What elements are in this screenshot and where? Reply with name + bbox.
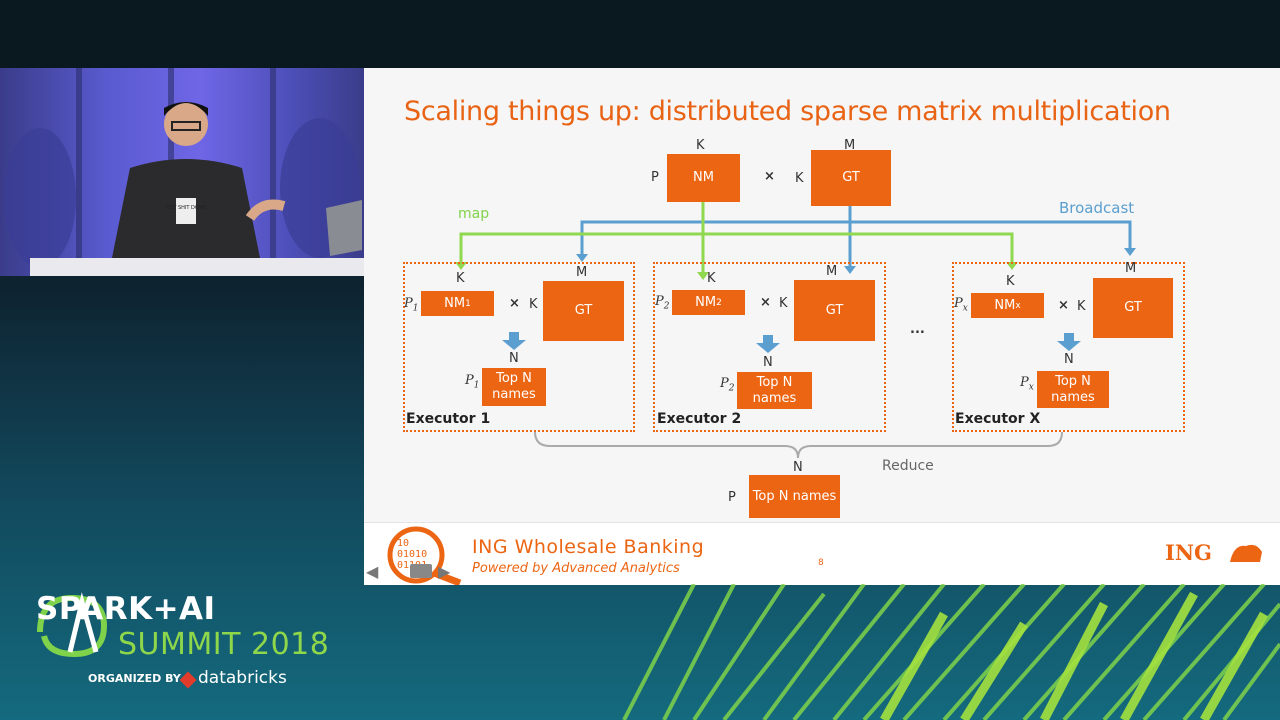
broadcast-label: Broadcast bbox=[1059, 199, 1135, 217]
footer-brand-line1: ING Wholesale Banking bbox=[472, 536, 705, 558]
organized-by-label: ORGANIZED BY bbox=[88, 672, 181, 685]
executor-x-k-label: K bbox=[1006, 274, 1015, 289]
executor-x-gt-box: GT bbox=[1093, 278, 1173, 338]
event-name-line1: SPARK+AI bbox=[36, 591, 216, 627]
nm-matrix-box: NM bbox=[667, 154, 740, 202]
executor-2-p2-label: P2 bbox=[720, 376, 735, 394]
executor-x-n-label: N bbox=[1064, 352, 1074, 367]
top-m-label: M bbox=[844, 138, 856, 153]
next-slide-icon[interactable]: ▶ bbox=[438, 562, 451, 581]
executor-x-p-label: Px bbox=[954, 296, 968, 314]
top-letterbox bbox=[0, 0, 1280, 68]
executor-2-gt-box: GT bbox=[794, 280, 875, 341]
top-k-label: K bbox=[696, 138, 705, 153]
ing-logo-text: ING bbox=[1165, 540, 1212, 565]
top-k2-label: K bbox=[795, 171, 804, 186]
executor-1-k2-label: K bbox=[529, 297, 538, 312]
slide-footer bbox=[364, 522, 1280, 585]
speaker-illustration: GET SHIT DONE bbox=[4, 68, 364, 276]
prev-slide-icon[interactable]: ◀ bbox=[366, 562, 379, 581]
reduce-p-label: P bbox=[728, 490, 736, 505]
executor-1-p-label: P1 bbox=[404, 296, 419, 314]
executor-1-p2-label: P1 bbox=[465, 373, 480, 391]
decorative-green-stripes bbox=[622, 584, 1280, 720]
executor-x-m-label: M bbox=[1125, 261, 1137, 276]
gt-matrix-box: GT bbox=[811, 150, 891, 206]
top-p-label: P bbox=[651, 170, 659, 185]
executor-2-topn-box: Top N names bbox=[737, 372, 812, 409]
map-label: map bbox=[458, 206, 490, 222]
reduce-topn-box: Top N names bbox=[749, 475, 840, 518]
executor-2-m-label: M bbox=[826, 264, 838, 279]
top-times: × bbox=[764, 169, 775, 184]
ing-lion-icon bbox=[1230, 544, 1262, 562]
executor-2-times: × bbox=[760, 295, 771, 310]
executor-1-gt-box: GT bbox=[543, 281, 624, 341]
executor-ellipsis: ... bbox=[910, 322, 925, 337]
executor-1-title: Executor 1 bbox=[406, 411, 491, 427]
executor-1-k-label: K bbox=[456, 271, 465, 286]
executor-1-topn-box: Top N names bbox=[482, 368, 546, 406]
map-arrowheads bbox=[455, 262, 1018, 280]
executor-x-topn-box: Top N names bbox=[1037, 371, 1109, 408]
slide-title: Scaling things up: distributed sparse ma… bbox=[404, 96, 1171, 127]
broadcast-arrowheads bbox=[576, 248, 1136, 274]
reduce-label: Reduce bbox=[882, 458, 934, 474]
executor-x-frame bbox=[952, 262, 1185, 432]
executor-1-times: × bbox=[509, 296, 520, 311]
executor-2-k-label: K bbox=[707, 271, 716, 286]
executor-2-n-label: N bbox=[763, 355, 773, 370]
executor-2-k2-label: K bbox=[779, 296, 788, 311]
menu-icon[interactable] bbox=[410, 564, 432, 578]
speaker-badge: GET SHIT DONE bbox=[166, 205, 205, 211]
executor-1-n-label: N bbox=[509, 351, 519, 366]
executor-1-m-label: M bbox=[576, 265, 588, 280]
broadcast-lines bbox=[580, 206, 1132, 268]
executor-x-title: Executor X bbox=[955, 411, 1041, 427]
databricks-wordmark: databricks bbox=[198, 668, 287, 688]
footer-brand-line2: Powered by Advanced Analytics bbox=[472, 561, 680, 576]
page-number: 8 bbox=[818, 558, 824, 568]
executor-x-times: × bbox=[1058, 298, 1069, 313]
spark-ai-logo-icon bbox=[37, 592, 108, 658]
executor-x-p2-label: Px bbox=[1020, 375, 1034, 393]
executor-2-frame bbox=[653, 262, 886, 432]
event-name-line2: SUMMIT 2018 bbox=[118, 627, 330, 662]
executor-down-arrows bbox=[502, 332, 1081, 353]
executor-2-p-label: P2 bbox=[655, 294, 670, 312]
executor-1-frame bbox=[403, 262, 635, 432]
speaker-video: GET SHIT DONE bbox=[0, 68, 364, 276]
executor-x-k2-label: K bbox=[1077, 299, 1086, 314]
reduce-brace bbox=[534, 431, 1063, 459]
reduce-n-label: N bbox=[793, 460, 803, 475]
analytics-magnifier-icon bbox=[387, 526, 462, 585]
executor-2-title: Executor 2 bbox=[657, 411, 742, 427]
